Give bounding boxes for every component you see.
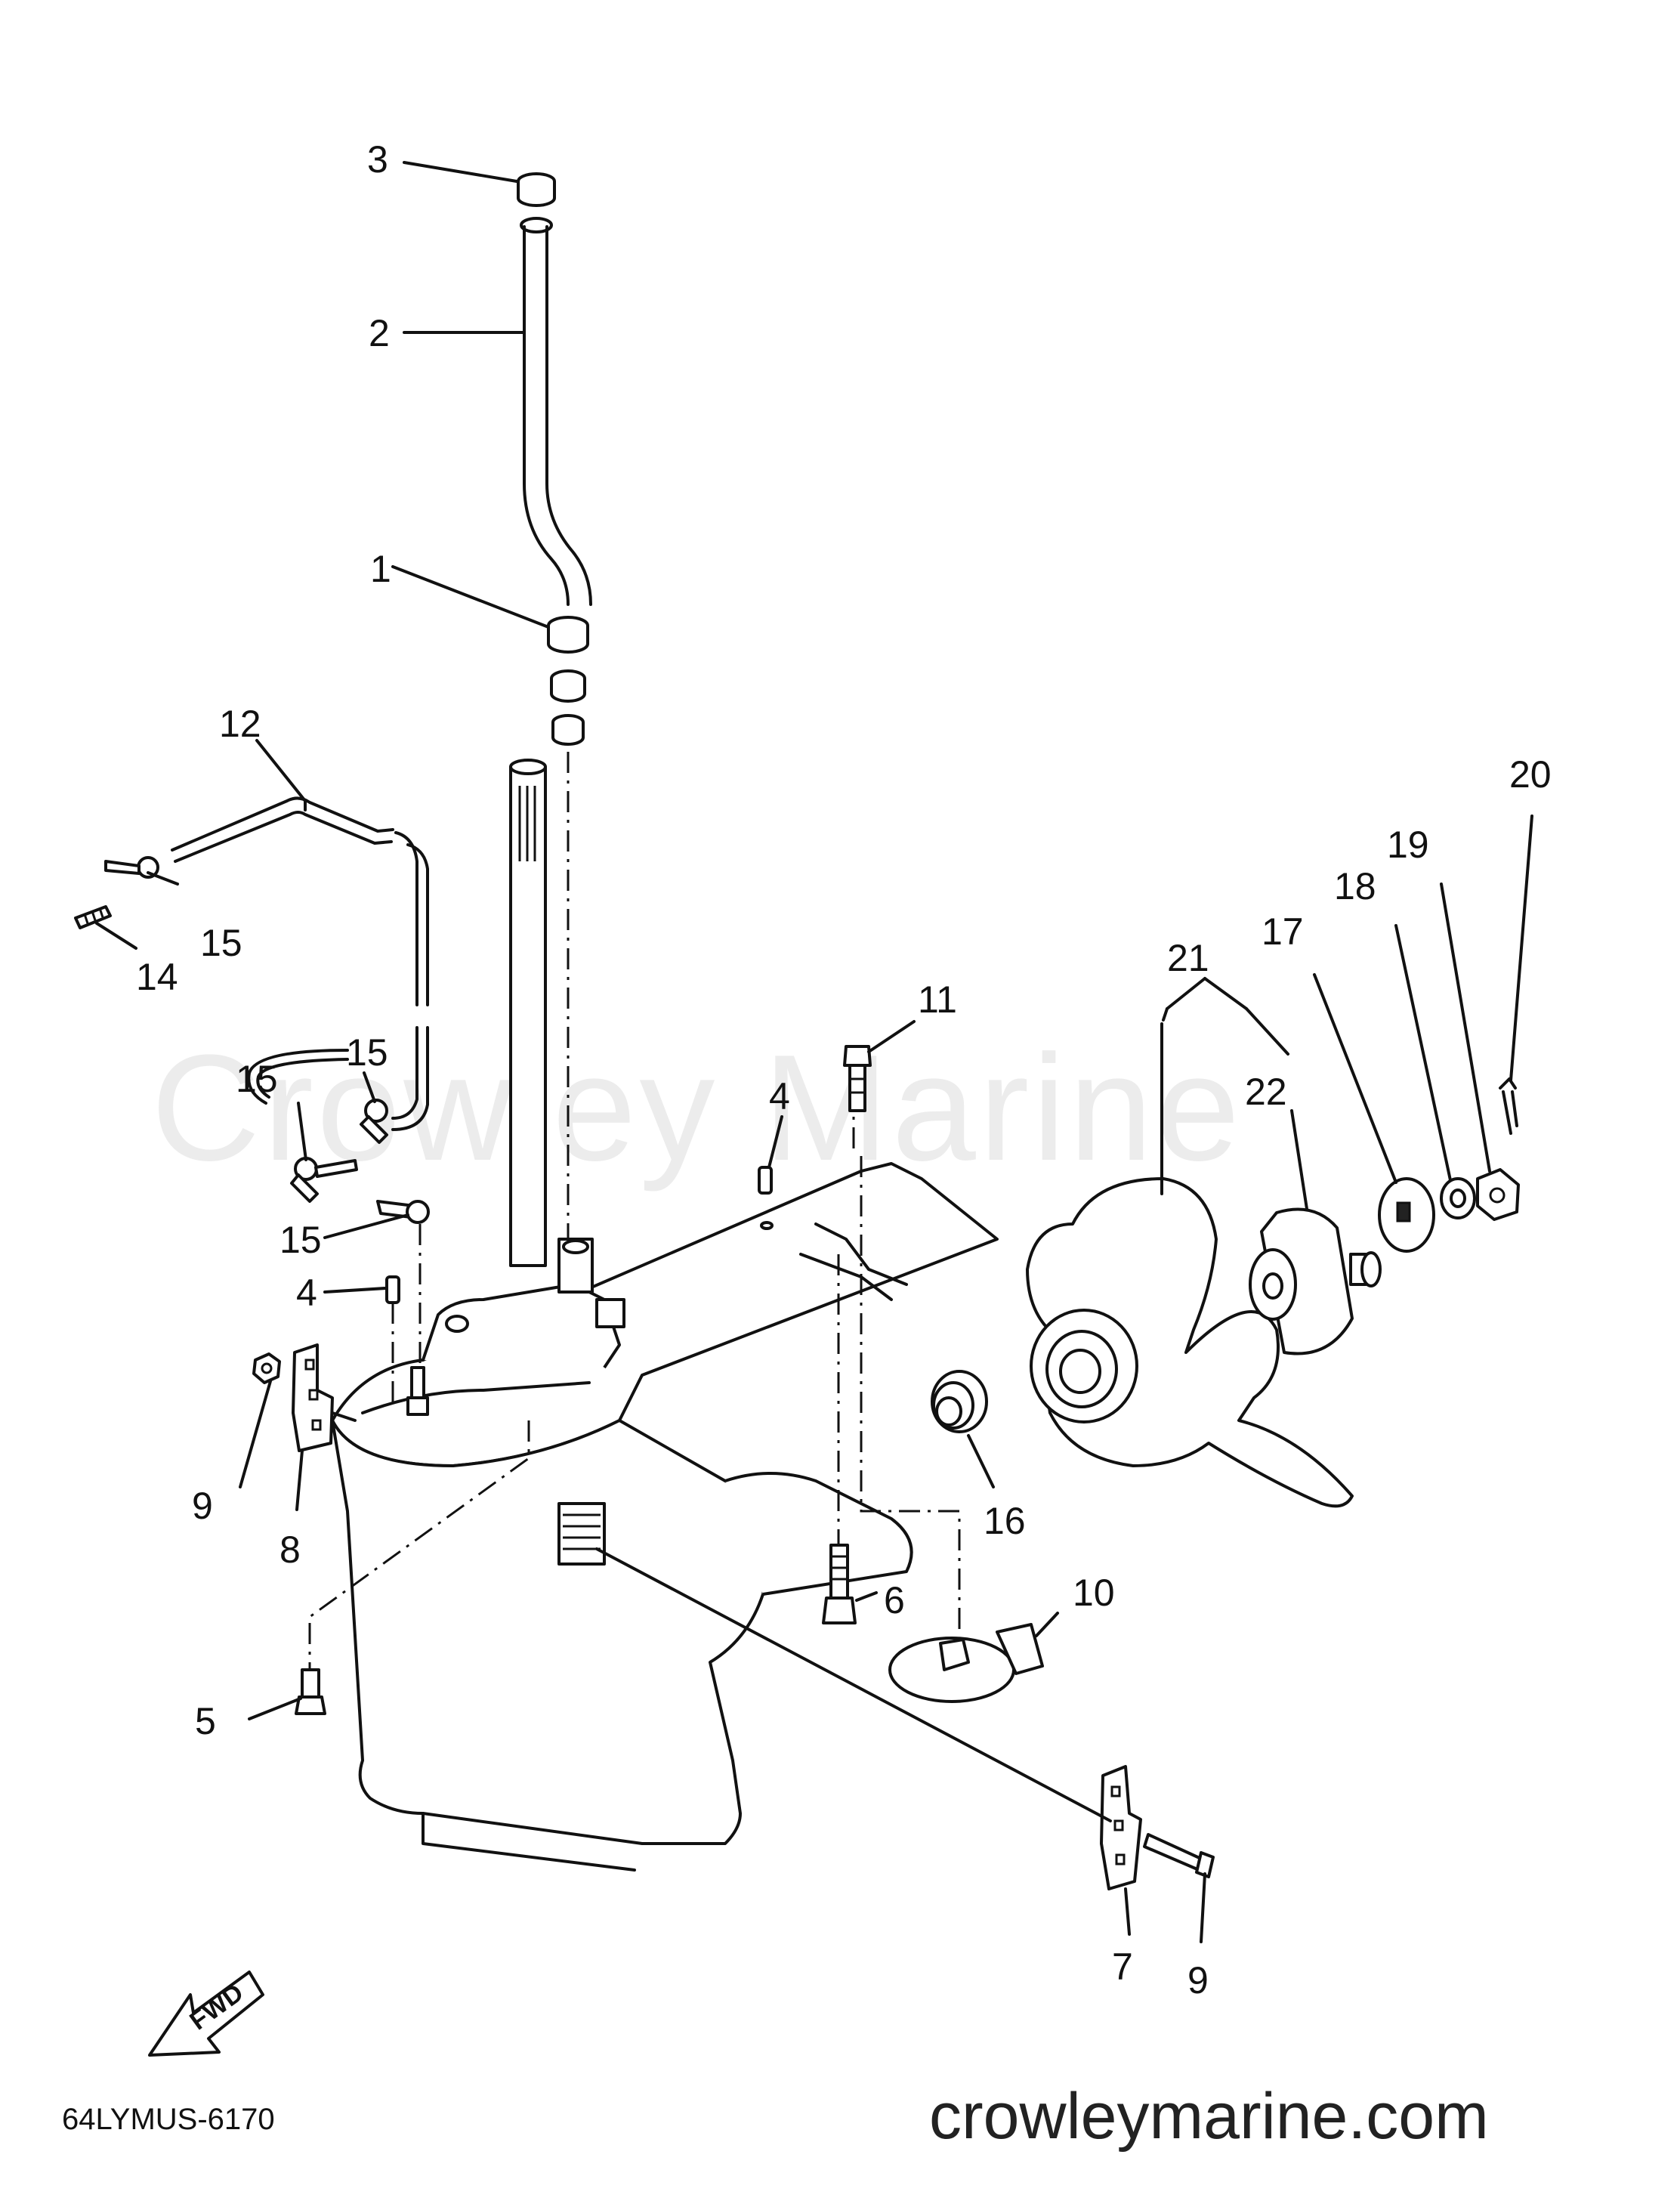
part-washer-18 — [1440, 1177, 1476, 1219]
callout-22: 22 — [1245, 1071, 1287, 1113]
callout-11: 10 — [1073, 1572, 1115, 1614]
part-clip-15-left — [290, 1157, 358, 1203]
callout-19: 19 — [1387, 824, 1429, 866]
callout-7: 7 — [1112, 1946, 1133, 1988]
fwd-arrow-icon: FWD — [148, 1971, 264, 2057]
callout-4b: 4 — [296, 1272, 317, 1314]
part-hose-13 — [171, 796, 429, 1131]
part-grommet-3 — [517, 172, 556, 233]
part-washer-17 — [1378, 1177, 1435, 1253]
callout-17: 17 — [1262, 910, 1304, 953]
callout-15b: 15 — [346, 1031, 388, 1074]
part-bolt-5 — [295, 1668, 326, 1715]
part-pin-4-lower — [385, 1275, 400, 1304]
callout-16: 16 — [984, 1500, 1026, 1542]
part-pin-4-upper — [758, 1166, 773, 1195]
part-anode-7 — [1100, 1765, 1142, 1890]
callout-21: 21 — [1167, 937, 1209, 979]
part-cotter-pin-20 — [1499, 1077, 1518, 1135]
part-drive-shaft — [509, 759, 547, 1267]
callout-2: 2 — [369, 312, 390, 354]
callout-20: 20 — [1509, 753, 1552, 796]
part-bolt-6 — [822, 1544, 857, 1624]
callout-1: 1 — [370, 548, 391, 590]
part-spacer-22 — [1249, 1207, 1382, 1355]
part-anode-8 — [292, 1343, 334, 1452]
part-stud-casing — [406, 1366, 429, 1416]
part-clip-15-lower — [376, 1200, 430, 1224]
part-anode-11 — [888, 1623, 1044, 1703]
part-oil-seal-16 — [931, 1370, 988, 1433]
site-name: crowleymarine.com — [929, 2080, 1489, 2153]
part-bolt-9 — [1143, 1833, 1215, 1878]
callout-14: 14 — [136, 956, 178, 998]
part-strainer-14 — [74, 905, 112, 929]
callout-9: 9 — [1187, 1959, 1209, 2001]
callout-15d: 15 — [279, 1219, 322, 1261]
part-clip-15-right — [360, 1099, 388, 1144]
part-lower-casing — [331, 1162, 999, 1872]
callout-6: 6 — [884, 1579, 905, 1621]
part-propeller-21 — [1026, 1177, 1354, 1508]
callout-12: 11 — [918, 978, 957, 1021]
part-nut-10 — [252, 1352, 281, 1384]
callout-15c: 15 — [236, 1058, 278, 1100]
callout-18: 18 — [1334, 865, 1376, 907]
diagram-code: 64LYMUS-6170 — [62, 2103, 275, 2136]
part-grommet-1 — [547, 616, 589, 746]
part-clip-15-upper — [104, 856, 159, 879]
part-nut-19 — [1476, 1168, 1520, 1221]
callout-15a: 15 — [200, 922, 242, 964]
part-bolt-12 — [843, 1045, 872, 1112]
callout-4a: 4 — [769, 1075, 790, 1117]
part-water-tube-2 — [523, 225, 592, 606]
callout-13: 12 — [219, 703, 261, 745]
callout-5: 5 — [195, 1700, 216, 1742]
callout-8: 8 — [279, 1529, 301, 1571]
callout-3: 3 — [367, 138, 388, 181]
callout-10: 9 — [192, 1485, 213, 1527]
